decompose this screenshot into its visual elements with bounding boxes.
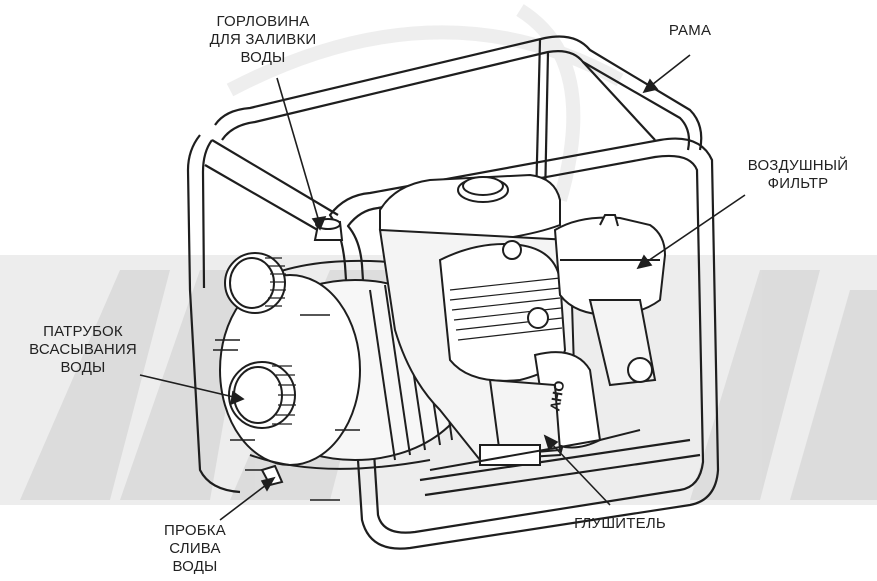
label-air-filter-line1: ВОЗДУШНЫЙ	[747, 157, 849, 174]
suction-cap	[228, 361, 296, 429]
label-frame: РАМА	[668, 22, 712, 39]
label-suction-pipe-line2: ВСАСЫВАНИЯ	[29, 341, 137, 358]
outlet-cap	[224, 252, 286, 314]
label-filler-neck-line1: ГОРЛОВИНА	[216, 13, 310, 30]
label-muffler: ГЛУШИТЕЛЬ	[574, 515, 666, 532]
label-suction-pipe: ПАТРУБОК ВСАСЫВАНИЯ ВОДЫ	[2, 323, 164, 377]
label-drain-plug-line1: ПРОБКА	[164, 522, 226, 539]
label-drain-plug: ПРОБКА СЛИВА ВОДЫ	[140, 522, 250, 576]
frame	[186, 35, 720, 550]
label-drain-plug-line3: ВОДЫ	[172, 558, 218, 575]
watermark-logo	[226, 4, 624, 202]
label-air-filter-line2: ФИЛЬТР	[767, 175, 829, 192]
label-filler-neck: ГОРЛОВИНА ДЛЯ ЗАЛИВКИ ВОДЫ	[178, 13, 348, 67]
label-suction-pipe-line3: ВОДЫ	[60, 359, 106, 376]
label-filler-neck-line2: ДЛЯ ЗАЛИВКИ	[209, 31, 317, 48]
label-air-filter: ВОЗДУШНЫЙ ФИЛЬТР	[728, 157, 868, 193]
label-drain-plug-line2: СЛИВА	[169, 540, 221, 557]
label-filler-neck-line3: ВОДЫ	[240, 49, 286, 66]
engine-brand-text: OHV	[547, 379, 568, 412]
engine	[378, 173, 667, 471]
leader-lines	[139, 54, 746, 521]
label-suction-pipe-line1: ПАТРУБОК	[43, 323, 123, 340]
